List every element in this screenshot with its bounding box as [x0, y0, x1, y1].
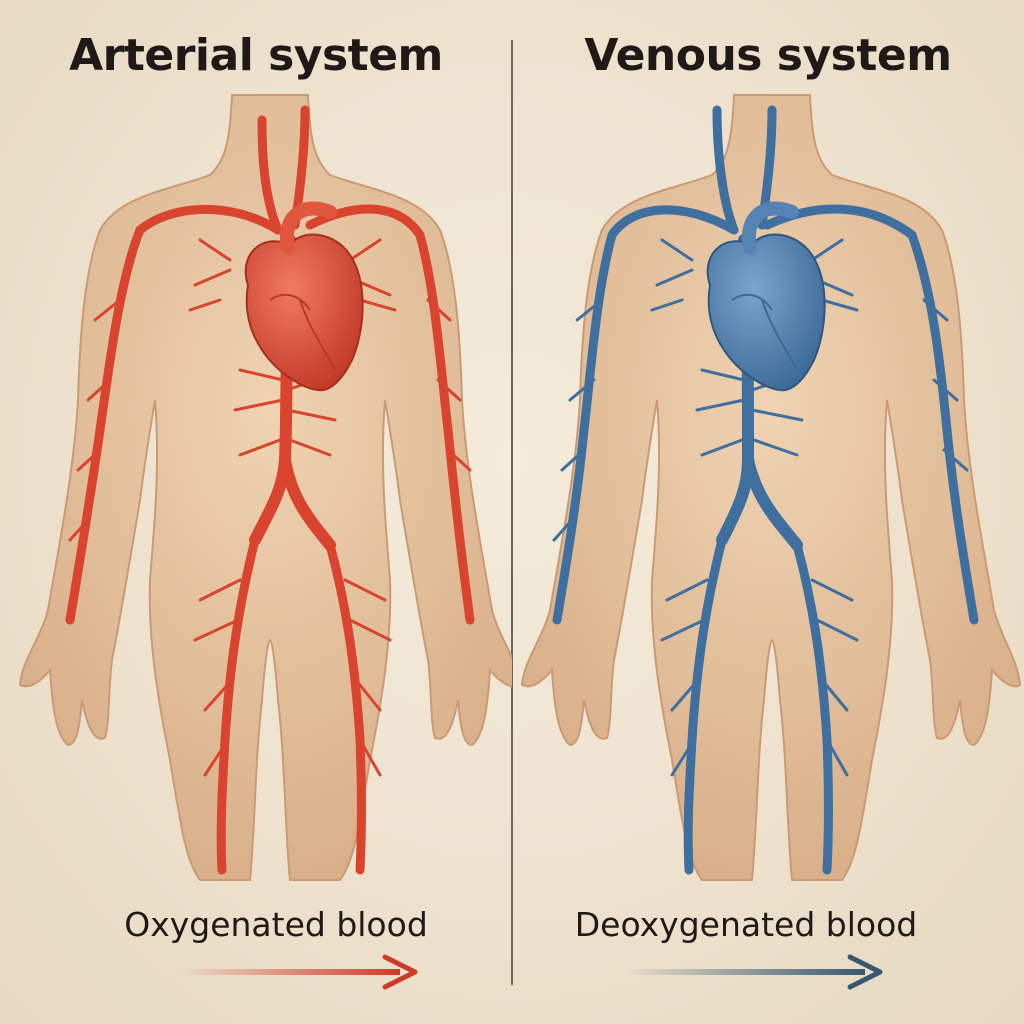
deoxygenated-caption: Deoxygenated blood [574, 905, 918, 944]
venous-title: Venous system [584, 30, 952, 81]
arterial-figure [18, 94, 512, 881]
oxygenated-caption: Oxygenated blood [124, 905, 428, 944]
oxygenated-arrow-icon [180, 954, 418, 990]
body-silhouette [18, 94, 512, 881]
arterial-title: Arterial system [69, 30, 443, 81]
panel-divider [511, 40, 513, 985]
heart-icon [244, 201, 364, 392]
heart-icon [706, 201, 826, 392]
venous-figure [520, 94, 1022, 881]
deoxygenated-arrow-icon [625, 954, 883, 990]
body-silhouette [520, 94, 1022, 881]
